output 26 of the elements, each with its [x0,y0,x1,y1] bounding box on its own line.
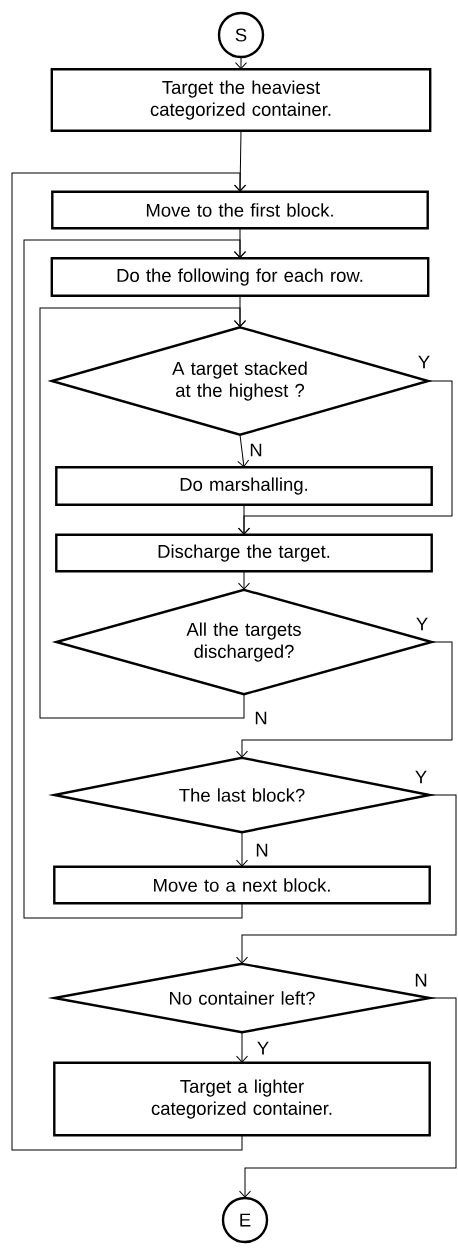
arrow [238,504,250,535]
arrow [239,997,457,1198]
process-box: Target a lighter categorized container. [53,1061,431,1137]
edge-label: Y [414,616,430,632]
arrow [237,434,250,468]
edge-label: N [254,842,270,858]
arrow [236,641,453,758]
arrow [236,794,457,964]
edge-label: N [248,442,264,458]
edge-label: Y [413,769,429,785]
process-box: Do the following for each row. [50,257,430,297]
edge-label: Y [255,1040,271,1056]
process-box: Move to a next block. [53,865,431,905]
process-box: Discharge the target. [55,533,433,573]
edge-label: N [413,972,429,988]
arrow [39,307,246,719]
arrow [23,239,246,919]
process-box: Do marshalling. [55,466,433,506]
edge-label: N [253,710,269,726]
arrow [11,172,246,1151]
arrow [236,1031,248,1063]
edge-label: Y [416,354,432,370]
process-box: Target the heaviest categorized container. [50,68,432,132]
arrow [238,570,250,590]
arrow [236,831,248,867]
process-box: Move to the first block. [51,190,429,230]
